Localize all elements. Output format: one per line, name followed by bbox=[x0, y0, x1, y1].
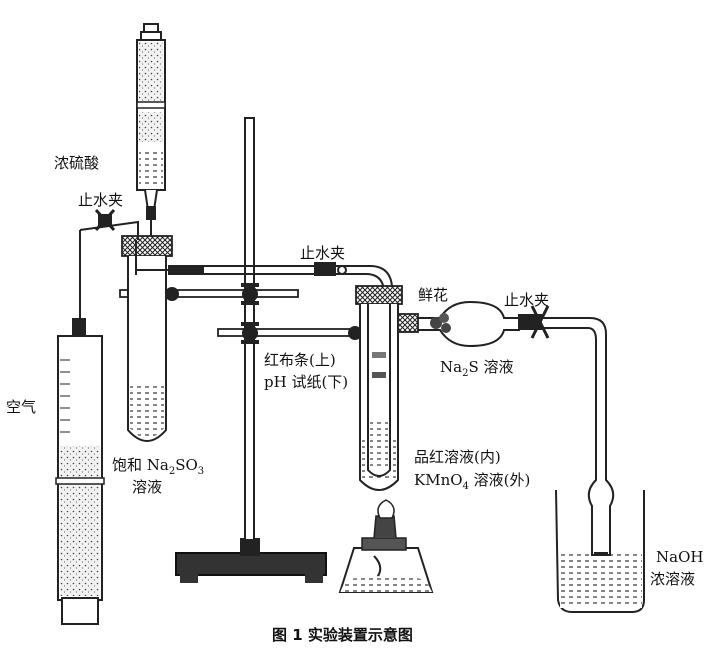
label-conc-sulfuric: 浓硫酸 bbox=[54, 154, 99, 172]
clamp-screw-right bbox=[348, 326, 362, 340]
test-tube-na2so3 bbox=[121, 235, 173, 442]
label-naoh-line2: 浓溶液 bbox=[650, 570, 695, 588]
alcohol-lamp bbox=[338, 499, 434, 593]
flower-icon bbox=[430, 313, 451, 333]
air-syringe bbox=[55, 220, 139, 625]
label-flower: 鲜花 bbox=[418, 286, 448, 304]
label-clamp-mid: 止水夹 bbox=[300, 244, 345, 262]
label-pinhong: 品红溶液(内) bbox=[414, 448, 501, 466]
beaker-naoh bbox=[555, 470, 645, 613]
label-air: 空气 bbox=[6, 398, 36, 416]
label-sat-na2so3: 饱和 Na2SO3 bbox=[112, 456, 204, 477]
figure-caption: 图 1 实验装置示意图 bbox=[272, 626, 413, 644]
label-clamp-right: 止水夹 bbox=[504, 291, 549, 309]
clamp-screw-left bbox=[165, 287, 179, 301]
label-naoh: NaOH bbox=[656, 548, 703, 566]
label-kmno4: KMnO4 溶液(外) bbox=[414, 471, 530, 492]
iron-stand bbox=[119, 117, 362, 583]
clamp-left-icon[interactable] bbox=[94, 208, 116, 232]
boss-head-lower bbox=[241, 322, 259, 344]
label-na2s: Na2S 溶液 bbox=[440, 358, 514, 379]
label-sat-na2so3-line2: 溶液 bbox=[132, 478, 162, 496]
dropping-funnel bbox=[136, 23, 166, 262]
label-red-cloth: 红布条(上) bbox=[264, 351, 336, 369]
boss-head-upper bbox=[241, 283, 259, 305]
drying-bulb bbox=[397, 300, 520, 348]
clamp-right-icon[interactable] bbox=[518, 305, 550, 339]
label-clamp-left: 止水夹 bbox=[78, 191, 123, 209]
label-ph-paper: pH 试纸(下) bbox=[264, 373, 348, 391]
clamp-mid-icon[interactable] bbox=[314, 262, 347, 276]
test-tube-pinhong bbox=[355, 285, 403, 491]
